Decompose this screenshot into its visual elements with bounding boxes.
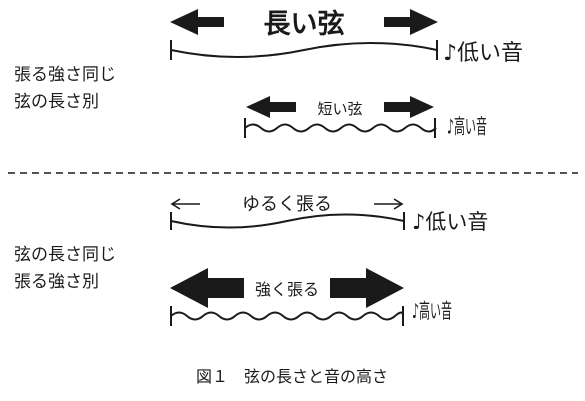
arrow-right-head (330, 268, 404, 308)
arrow-right-head (384, 96, 434, 118)
short-string-arrow: 短い弦 (246, 96, 434, 118)
top-condition-line2: 弦の長さ別 (14, 92, 99, 112)
long-string-arrow: 長い弦 (170, 9, 438, 40)
bottom-condition-line1: 弦の長さ同じ (14, 245, 116, 265)
long-string-label: 長い弦 (264, 9, 345, 40)
long-string (170, 40, 438, 60)
top-condition-line1: 張る強さ同じ (14, 65, 116, 85)
loose-label: ゆるく張る (242, 194, 332, 215)
loose-sound: ♪低い音 (412, 210, 488, 234)
long-string-sound: ♪低い音 (443, 41, 523, 66)
tight-tension-arrow: 強く張る (170, 268, 404, 308)
arrow-left-head (170, 268, 244, 308)
short-string (244, 118, 437, 138)
arrow-left-head (170, 9, 224, 35)
loose-string (170, 212, 405, 230)
tight-sound: ♪高い音 (412, 300, 452, 323)
top-section: 張る強さ同じ 弦の長さ別 長い弦 ♪低い音 短い弦 ♪高い音 (14, 9, 523, 140)
arrow-right-head (384, 9, 438, 35)
bottom-condition-line2: 張る強さ別 (14, 272, 99, 292)
short-string-sound: ♪高い音 (447, 116, 487, 139)
bottom-section: 弦の長さ同じ 張る強さ別 ゆるく張る ♪低い音 強く張る (14, 194, 488, 326)
loose-tension-arrow: ゆるく張る (170, 194, 404, 215)
tight-string (170, 306, 404, 326)
arrow-left-head (246, 96, 296, 118)
figure-caption: 図１ 弦の長さと音の高さ (196, 367, 388, 386)
short-string-label: 短い弦 (317, 100, 362, 118)
tight-label: 強く張る (255, 280, 319, 299)
